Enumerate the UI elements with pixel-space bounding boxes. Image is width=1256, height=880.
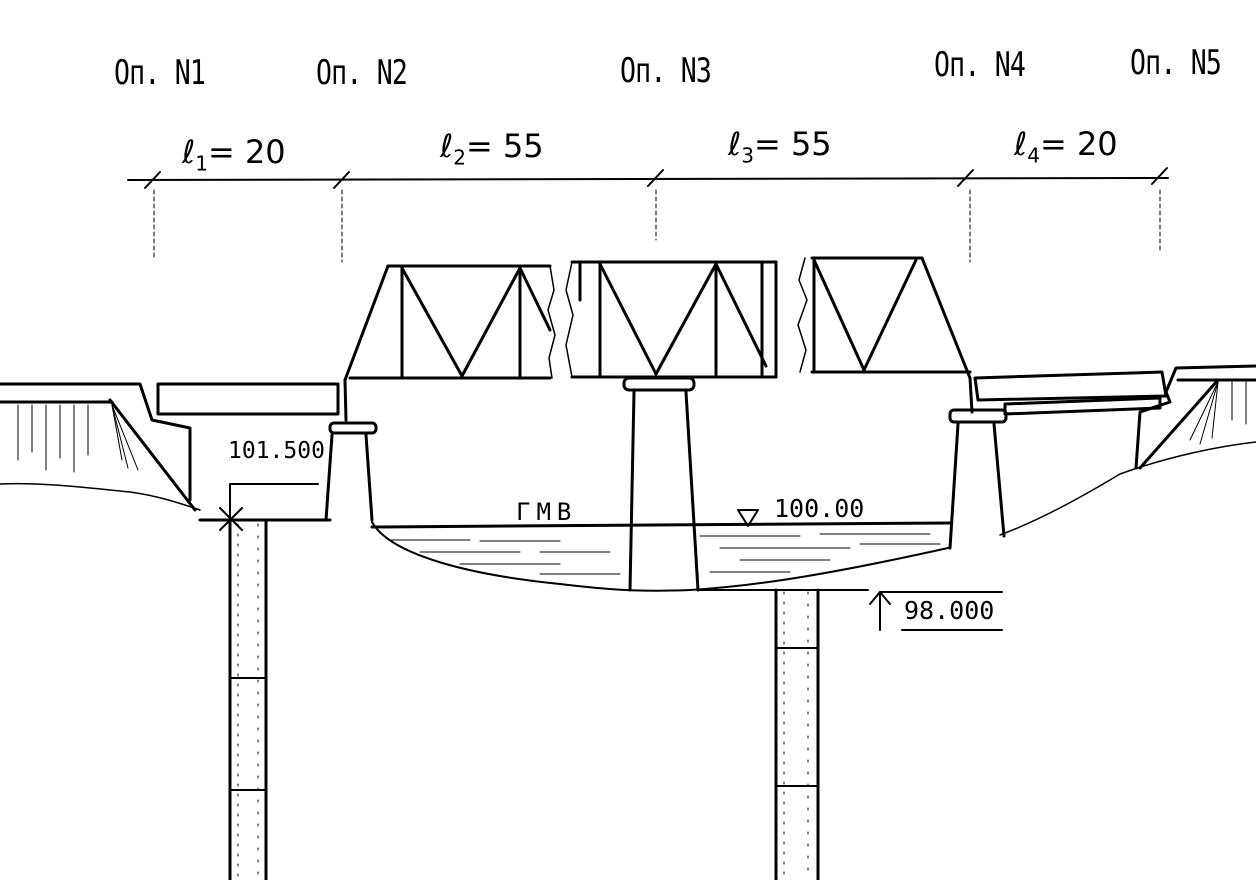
span-dimension-line [127, 167, 1169, 189]
pier-extension-lines [153, 189, 1161, 263]
truss-span-3 [565, 260, 778, 379]
span-symbol: ℓ [1014, 125, 1028, 163]
span-symbol: ℓ [728, 125, 742, 163]
span-label-4: ℓ4= 20 [1014, 128, 1118, 165]
pier-4 [948, 408, 1008, 550]
pier-label-4: Оп. N4 [934, 45, 1026, 85]
truss-span-2 [343, 264, 556, 422]
ground-line [0, 482, 201, 511]
water-hatching [389, 533, 941, 575]
span-length: = 20 [1039, 125, 1118, 163]
pier-label-5: Оп. N5 [1130, 43, 1222, 83]
water-level-value: 100.00 [774, 494, 865, 523]
left-abutment [0, 382, 197, 512]
span-symbol: ℓ [182, 133, 196, 171]
span-1-deck [156, 382, 340, 416]
span-index: 1 [195, 151, 208, 176]
span-index: 3 [741, 143, 754, 168]
water-surface-line [370, 521, 952, 529]
truss-span-4 [797, 256, 974, 414]
span-label-3: ℓ3= 55 [728, 128, 832, 165]
span-label-2: ℓ2= 55 [440, 130, 544, 167]
elevation-label-pile-top: 101.500 [228, 438, 325, 464]
pier-2 [324, 421, 378, 522]
span-label-1: ℓ1= 20 [182, 136, 286, 173]
elevation-label-bed: 98.000 [904, 596, 995, 625]
water-level-triangle [737, 509, 759, 527]
span-index: 4 [1027, 143, 1040, 168]
pile-right [774, 588, 820, 880]
span-symbol: ℓ [440, 127, 454, 165]
elevation-marker-bed [699, 589, 1003, 631]
span-index: 2 [453, 145, 466, 170]
span-4-deck [973, 370, 1168, 416]
right-abutment [1134, 364, 1256, 470]
pier-label-2: Оп. N2 [316, 53, 408, 93]
pier-label-3: Оп. N3 [620, 51, 712, 91]
elevation-marker-pile-top [219, 483, 319, 531]
span-length: = 55 [465, 127, 544, 165]
pier-label-1: Оп. N1 [114, 53, 206, 93]
span-length: = 20 [207, 133, 286, 171]
water-level-name: ГМВ [516, 498, 578, 526]
ground-line-right [999, 441, 1256, 536]
pier-3 [622, 376, 700, 592]
river-bed [371, 521, 949, 592]
pile-left [198, 518, 332, 880]
span-length: = 55 [753, 125, 832, 163]
